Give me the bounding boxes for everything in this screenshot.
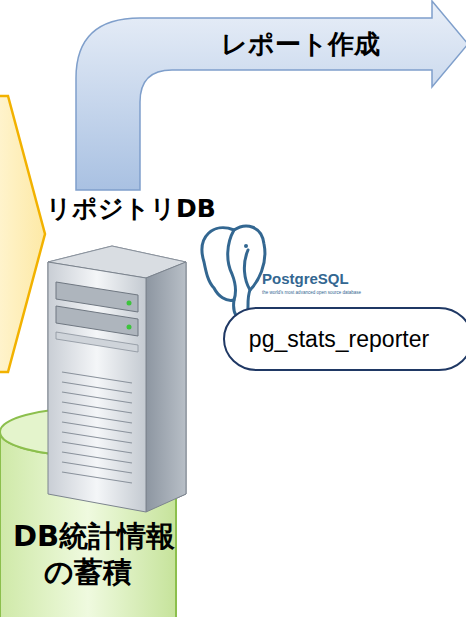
cylinder-body — [0, 432, 176, 617]
server-label: リポジトリDB — [46, 192, 216, 225]
logo-wordmark: PostgreSQL — [262, 270, 349, 287]
report-arrow: レポート作成 — [0, 0, 466, 192]
node-text: pg_stats_reporter — [249, 325, 429, 354]
cylinder-top — [0, 408, 176, 456]
postgresql-logo — [202, 226, 265, 319]
database-cylinder: DB統計情報 の蓄積 — [0, 400, 178, 617]
logo-tagline: the world's most advanced open source da… — [262, 290, 361, 295]
server-icon — [48, 246, 186, 512]
process-ellipse: pg_stats_reporter — [222, 306, 466, 372]
node-text: DB統計情報 の蓄積 — [13, 518, 163, 591]
block-arrow — [76, 1, 466, 190]
node-text: レポート作成 — [221, 28, 380, 61]
ellipse-outline — [224, 308, 466, 370]
process-chevron — [0, 96, 45, 372]
